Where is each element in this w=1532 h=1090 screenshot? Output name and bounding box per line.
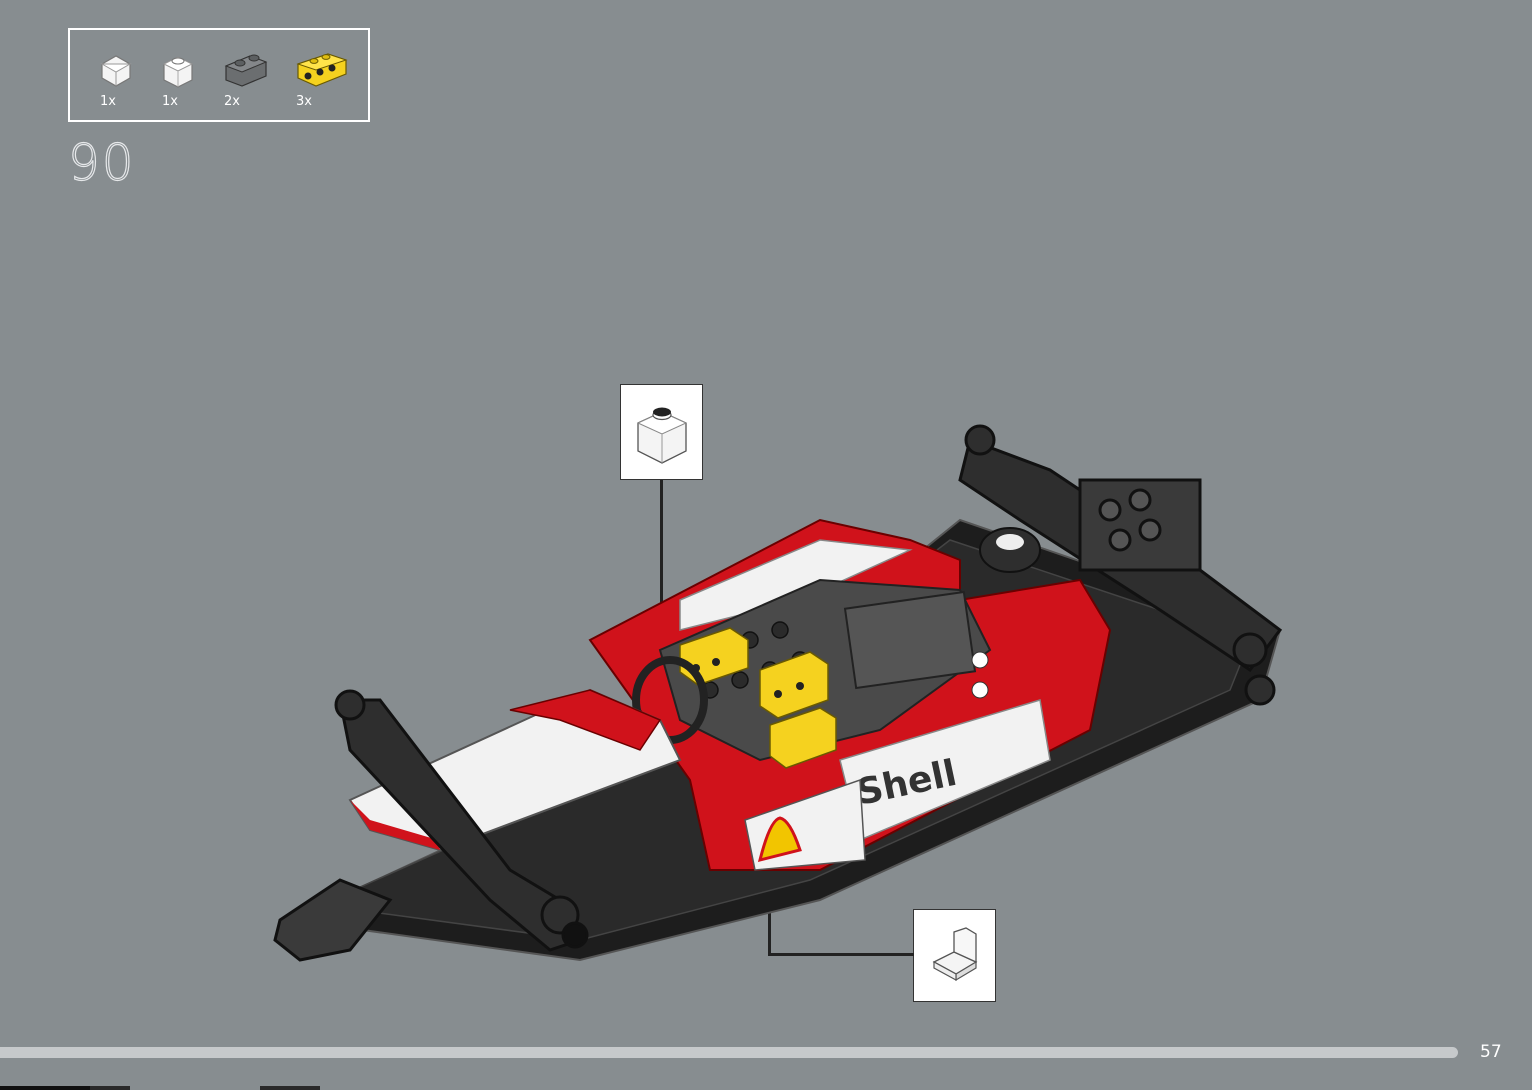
dark-grey-round-brick-icon [222,50,270,90]
footer-strip [0,1086,90,1090]
part-quantity: 1x [162,94,178,109]
part-quantity: 3x [296,94,312,109]
parts-list: 1x 1x 2x 3x [68,28,370,122]
white-1x1-brick-icon [160,50,196,90]
progress-bar [0,1047,1458,1058]
yellow-technic-brick-icon [294,50,350,90]
part-item: 1x [160,46,220,116]
part-quantity: 1x [100,94,116,109]
page-number: 57 [1480,1042,1502,1062]
footer-strip [90,1086,130,1090]
step-number: 90 [68,134,136,192]
footer-strip [260,1086,320,1090]
part-quantity: 2x [224,94,240,109]
part-item: 3x [294,46,354,116]
part-item: 1x [98,46,158,116]
white-bracket-brick-icon [98,50,134,90]
race-car-model: Shell [260,400,1300,980]
part-item: 2x [222,46,282,116]
